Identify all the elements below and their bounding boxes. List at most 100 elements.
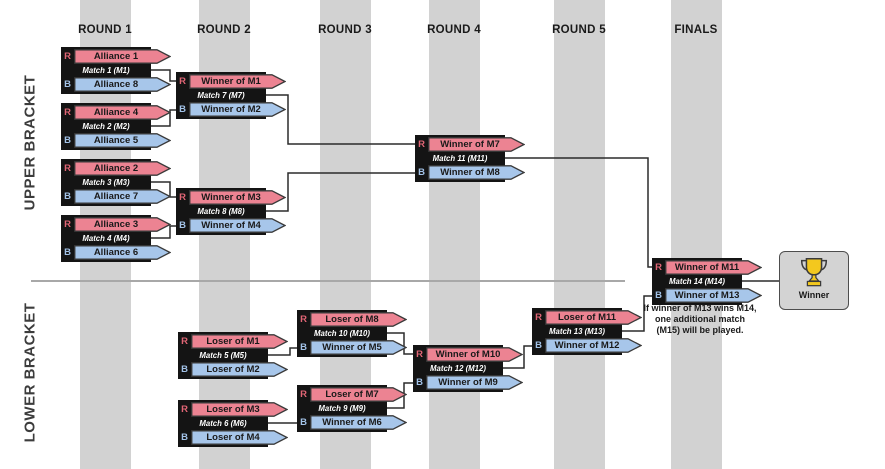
match-label: Match 8 (M8) bbox=[197, 207, 245, 216]
red-alliance-letter: R bbox=[64, 51, 71, 62]
match-m9: R Loser of M7 Match 9 (M9) B Winner of M… bbox=[297, 385, 407, 432]
blue-alliance-slot: Winner of M2 bbox=[189, 102, 286, 117]
blue-arrow-shape bbox=[310, 415, 407, 430]
red-alliance-letter: R bbox=[300, 389, 307, 400]
red-alliance-name: Loser of M1 bbox=[206, 336, 260, 347]
match-label: Match 7 (M7) bbox=[197, 91, 245, 100]
match-m7: R Winner of M1 Match 7 (M7) B Winner of … bbox=[176, 72, 286, 119]
red-alliance-name: Loser of M7 bbox=[325, 389, 379, 400]
blue-alliance-slot: Alliance 6 bbox=[74, 245, 171, 260]
blue-alliance-letter: B bbox=[179, 104, 186, 115]
red-alliance-letter: R bbox=[181, 336, 188, 347]
trophy-icon bbox=[800, 258, 828, 287]
red-alliance-slot: Winner of M7 bbox=[428, 137, 525, 152]
red-alliance-letter: R bbox=[535, 312, 542, 323]
blue-alliance-letter: B bbox=[416, 377, 423, 388]
red-alliance-letter: R bbox=[416, 349, 423, 360]
red-alliance-slot: Loser of M7 bbox=[310, 387, 407, 402]
red-alliance-slot: Alliance 2 bbox=[74, 161, 171, 176]
red-alliance-name: Alliance 2 bbox=[93, 163, 139, 174]
blue-alliance-name: Winner of M5 bbox=[322, 342, 382, 353]
red-alliance-slot: Loser of M11 bbox=[545, 310, 642, 325]
blue-alliance-slot: Winner of M12 bbox=[545, 338, 642, 353]
red-alliance-slot: Alliance 3 bbox=[74, 217, 171, 232]
red-alliance-letter: R bbox=[655, 262, 662, 273]
red-alliance-letter: R bbox=[179, 192, 186, 203]
red-arrow-shape bbox=[74, 105, 171, 120]
red-alliance-slot: Winner of M11 bbox=[665, 260, 762, 275]
red-alliance-name: Loser of M3 bbox=[206, 404, 260, 415]
red-alliance-name: Winner of M3 bbox=[201, 192, 261, 203]
blue-alliance-letter: B bbox=[64, 79, 71, 90]
round3-header: ROUND 3 bbox=[318, 24, 372, 36]
blue-arrow-shape bbox=[665, 288, 762, 303]
red-alliance-letter: R bbox=[179, 76, 186, 87]
red-alliance-slot: Winner of M3 bbox=[189, 190, 286, 205]
blue-alliance-name: Alliance 5 bbox=[93, 135, 139, 146]
blue-alliance-name: Alliance 7 bbox=[93, 191, 139, 202]
blue-alliance-slot: Winner of M5 bbox=[310, 340, 407, 355]
red-alliance-slot: Loser of M3 bbox=[191, 402, 288, 417]
winner-label: Winner bbox=[798, 290, 830, 300]
blue-arrow-shape bbox=[74, 77, 171, 92]
blue-arrow-shape bbox=[191, 430, 288, 445]
match-m6: R Loser of M3 Match 6 (M6) B Loser of M4 bbox=[178, 400, 288, 447]
red-arrow-shape bbox=[310, 387, 407, 402]
blue-alliance-letter: B bbox=[64, 247, 71, 258]
match-label: Match 5 (M5) bbox=[199, 351, 247, 360]
blue-alliance-name: Winner of M2 bbox=[201, 104, 261, 115]
blue-alliance-slot: Winner of M13 bbox=[665, 288, 762, 303]
blue-alliance-slot: Winner of M8 bbox=[428, 165, 525, 180]
red-alliance-name: Winner of M11 bbox=[674, 262, 740, 273]
red-alliance-letter: R bbox=[64, 107, 71, 118]
red-alliance-name: Winner of M1 bbox=[201, 76, 261, 87]
red-alliance-name: Winner of M7 bbox=[440, 139, 500, 150]
red-arrow-shape bbox=[665, 260, 762, 275]
blue-alliance-slot: Winner of M6 bbox=[310, 415, 407, 430]
blue-alliance-letter: B bbox=[535, 340, 542, 351]
blue-alliance-name: Winner of M12 bbox=[554, 340, 620, 351]
match-label: Match 9 (M9) bbox=[318, 404, 366, 413]
red-alliance-slot: Alliance 1 bbox=[74, 49, 171, 64]
match-m13: R Loser of M11 Match 13 (M13) B Winner o… bbox=[532, 308, 642, 355]
blue-arrow-shape bbox=[310, 340, 407, 355]
red-arrow-shape bbox=[191, 402, 288, 417]
red-alliance-letter: R bbox=[418, 139, 425, 150]
match-m1: R Alliance 1 Match 1 (M1) B Alliance 8 bbox=[61, 47, 171, 94]
red-alliance-slot: Winner of M1 bbox=[189, 74, 286, 89]
blue-alliance-slot: Winner of M9 bbox=[426, 375, 523, 390]
blue-alliance-letter: B bbox=[655, 290, 662, 301]
red-alliance-slot: Alliance 4 bbox=[74, 105, 171, 120]
red-alliance-name: Alliance 1 bbox=[93, 51, 139, 62]
round2-header: ROUND 2 bbox=[197, 24, 251, 36]
blue-alliance-slot: Loser of M4 bbox=[191, 430, 288, 445]
red-alliance-name: Loser of M8 bbox=[325, 314, 379, 325]
match-label: Match 11 (M11) bbox=[432, 154, 488, 163]
blue-alliance-letter: B bbox=[181, 432, 188, 443]
blue-arrow-shape bbox=[74, 133, 171, 148]
match-label: Match 2 (M2) bbox=[82, 122, 130, 131]
match-m3: R Alliance 2 Match 3 (M3) B Alliance 7 bbox=[61, 159, 171, 206]
red-alliance-name: Winner of M10 bbox=[435, 349, 501, 360]
blue-alliance-slot: Alliance 8 bbox=[74, 77, 171, 92]
blue-alliance-name: Winner of M13 bbox=[674, 290, 740, 301]
blue-arrow-shape bbox=[428, 165, 525, 180]
round4-header: ROUND 4 bbox=[427, 24, 481, 36]
blue-arrow-shape bbox=[74, 245, 171, 260]
blue-alliance-letter: B bbox=[181, 364, 188, 375]
match-m4: R Alliance 3 Match 4 (M4) B Alliance 6 bbox=[61, 215, 171, 262]
blue-alliance-name: Alliance 8 bbox=[93, 79, 139, 90]
winner-box: Winner bbox=[779, 251, 849, 310]
blue-alliance-letter: B bbox=[64, 191, 71, 202]
blue-alliance-letter: B bbox=[300, 342, 307, 353]
red-arrow-shape bbox=[74, 49, 171, 64]
red-arrow-shape bbox=[310, 312, 407, 327]
blue-alliance-name: Winner of M9 bbox=[438, 377, 498, 388]
match-m2: R Alliance 4 Match 2 (M2) B Alliance 5 bbox=[61, 103, 171, 150]
blue-alliance-name: Winner of M8 bbox=[440, 167, 500, 178]
blue-alliance-name: Alliance 6 bbox=[93, 247, 139, 258]
match-m10: R Loser of M8 Match 10 (M10) B Winner of… bbox=[297, 310, 407, 357]
match-m5: R Loser of M1 Match 5 (M5) B Loser of M2 bbox=[178, 332, 288, 379]
match-m11: R Winner of M7 Match 11 (M11) B Winner o… bbox=[415, 135, 525, 182]
